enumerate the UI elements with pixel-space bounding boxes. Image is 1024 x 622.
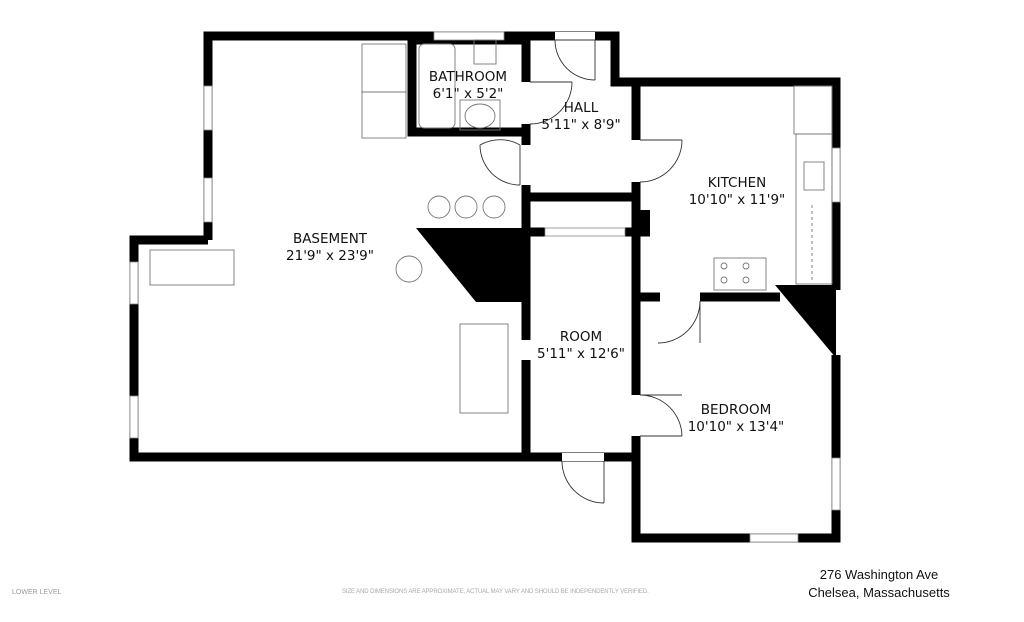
room-hall-label: HALL 5'11" x 8'9" (541, 100, 620, 133)
disclaimer: SIZE AND DIMENSIONS ARE APPROXIMATE, ACT… (342, 589, 649, 595)
windows (129, 31, 841, 543)
room-bedroom-label: BEDROOM 10'10" x 13'4" (688, 402, 785, 435)
room-dims: 10'10" x 13'4" (688, 419, 785, 435)
room-name: BASEMENT (293, 231, 368, 247)
room-name: ROOM (560, 329, 602, 345)
room-basement-label: BASEMENT 21'9" x 23'9" (286, 231, 374, 264)
address-line-1: 276 Washington Ave (819, 567, 939, 582)
wall-blocks (416, 210, 836, 358)
address: 276 Washington Ave Chelsea, Massachusett… (790, 566, 968, 602)
walls (129, 31, 841, 543)
room-dims: 10'10" x 11'9" (689, 192, 786, 208)
room-name: HALL (564, 100, 599, 116)
floor-level-label: LOWER LEVEL (12, 589, 62, 596)
room-name: KITCHEN (708, 175, 767, 191)
room-kitchen-label: KITCHEN 10'10" x 11'9" (689, 175, 786, 208)
doors (479, 32, 701, 504)
room-name: BEDROOM (701, 402, 771, 418)
room-dims: 21'9" x 23'9" (286, 248, 374, 264)
fixtures (149, 39, 833, 414)
address-line-2: Chelsea, Massachusetts (808, 585, 950, 600)
room-dims: 5'11" x 8'9" (541, 117, 620, 133)
room-bathroom-label: BATHROOM 6'1" x 5'2" (429, 69, 507, 102)
room-room-label: ROOM 5'11" x 12'6" (537, 329, 625, 362)
room-dims: 5'11" x 12'6" (537, 346, 625, 362)
room-dims: 6'1" x 5'2" (433, 86, 504, 102)
room-name: BATHROOM (429, 69, 507, 85)
